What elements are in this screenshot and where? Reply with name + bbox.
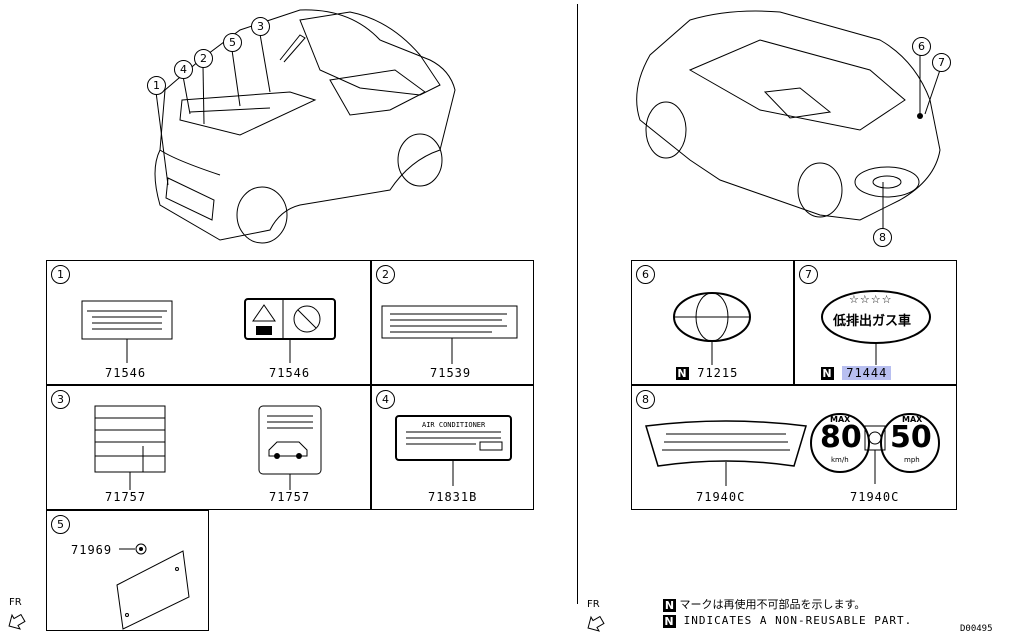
non-reusable-badge-icon: N xyxy=(663,614,676,628)
part-71215-number: 71215 xyxy=(697,366,739,380)
non-reusable-badge-icon: N xyxy=(821,367,834,380)
part-71444-number: 71444 xyxy=(842,366,892,380)
callout-2[interactable]: 2 xyxy=(194,49,213,68)
cell-3: 3 71757 71757 xyxy=(46,385,371,510)
legend-jp-text: マークは再使用不可部品を示します。 xyxy=(679,598,866,611)
label-71940c-speed xyxy=(810,413,940,484)
callout-7[interactable]: 7 xyxy=(932,53,951,72)
part-71940c-a[interactable]: 71940C xyxy=(696,490,746,504)
fr-arrow-right-icon xyxy=(587,615,605,632)
label-71757-a xyxy=(94,405,166,490)
part-71757-b[interactable]: 71757 xyxy=(269,490,311,504)
label-7-stars: ☆☆☆☆ xyxy=(849,293,893,306)
cell-number-5: 5 xyxy=(51,515,70,534)
cell-1: 1 71546 71546 xyxy=(46,260,371,385)
label-71444-emission xyxy=(821,290,931,365)
speed-left-value: 80 xyxy=(820,420,862,455)
label-7-text: 低排出ガス車 xyxy=(833,314,912,329)
cell-5: 5 71969 xyxy=(46,510,209,631)
legend-en-text: INDICATES A NON-REUSABLE PART. xyxy=(683,614,913,627)
label-71831b xyxy=(395,415,512,486)
cell-6: 6 N 71215 xyxy=(631,260,794,385)
cell-number-1: 1 xyxy=(51,265,70,284)
label-71757-b xyxy=(258,405,322,490)
speed-left-unit: km/h xyxy=(831,456,849,464)
cell-number-6: 6 xyxy=(636,265,655,284)
fr-label-left: FR xyxy=(9,597,22,608)
non-reusable-badge-icon: N xyxy=(663,598,676,612)
fr-arrow-left-icon xyxy=(8,613,26,630)
cell-number-7: 7 xyxy=(799,265,818,284)
part-71539[interactable]: 71539 xyxy=(430,366,472,380)
part-71831b[interactable]: 71831B xyxy=(428,490,478,504)
label-71215-globe xyxy=(673,292,751,365)
part-71444[interactable]: N 71444 xyxy=(821,366,892,380)
fr-label-right: FR xyxy=(587,599,600,610)
callout-8[interactable]: 8 xyxy=(873,228,892,247)
clip-and-plate xyxy=(116,543,190,630)
cell-number-2: 2 xyxy=(376,265,395,284)
cell-number-4: 4 xyxy=(376,390,395,409)
cell-7: 7 低排出ガス車 ☆☆☆☆ N 71444 xyxy=(794,260,957,385)
speed-right-value: 50 xyxy=(890,420,932,455)
label-71546-warning xyxy=(81,300,173,363)
cell-8: 8 71940C MAX 80 km/h MAX 50 mph 71940C xyxy=(631,385,957,510)
callout-4[interactable]: 4 xyxy=(174,60,193,79)
part-71969[interactable]: 71969 xyxy=(71,543,113,557)
cell-2: 2 71539 xyxy=(371,260,534,385)
label-71940c-banner xyxy=(645,420,807,486)
non-reusable-badge-icon: N xyxy=(676,367,689,380)
part-71215[interactable]: N 71215 xyxy=(676,366,738,380)
callout-5[interactable]: 5 xyxy=(223,33,242,52)
part-71940c-b[interactable]: 71940C xyxy=(850,490,900,504)
label-71539 xyxy=(381,305,518,364)
legend-jp: N マークは再使用不可部品を示します。 xyxy=(663,596,865,612)
speed-right-max: MAX xyxy=(902,415,923,424)
label-71546-icons xyxy=(244,298,336,363)
speed-left-max: MAX xyxy=(830,415,851,424)
callout-6[interactable]: 6 xyxy=(912,37,931,56)
label-4-title: AIR CONDITIONER xyxy=(422,421,486,429)
cell-number-3: 3 xyxy=(51,390,70,409)
panel-divider xyxy=(577,4,578,604)
part-71546-b[interactable]: 71546 xyxy=(269,366,311,380)
speed-right-unit: mph xyxy=(904,456,920,464)
cell-number-8: 8 xyxy=(636,390,655,409)
part-71757-a[interactable]: 71757 xyxy=(105,490,147,504)
callout-1[interactable]: 1 xyxy=(147,76,166,95)
callout-3[interactable]: 3 xyxy=(251,17,270,36)
part-71546-a[interactable]: 71546 xyxy=(105,366,147,380)
legend-en: N INDICATES A NON-REUSABLE PART. xyxy=(663,614,912,628)
cell-4: 4 AIR CONDITIONER 71831B xyxy=(371,385,534,510)
diagram-code: D00495 xyxy=(960,624,993,634)
